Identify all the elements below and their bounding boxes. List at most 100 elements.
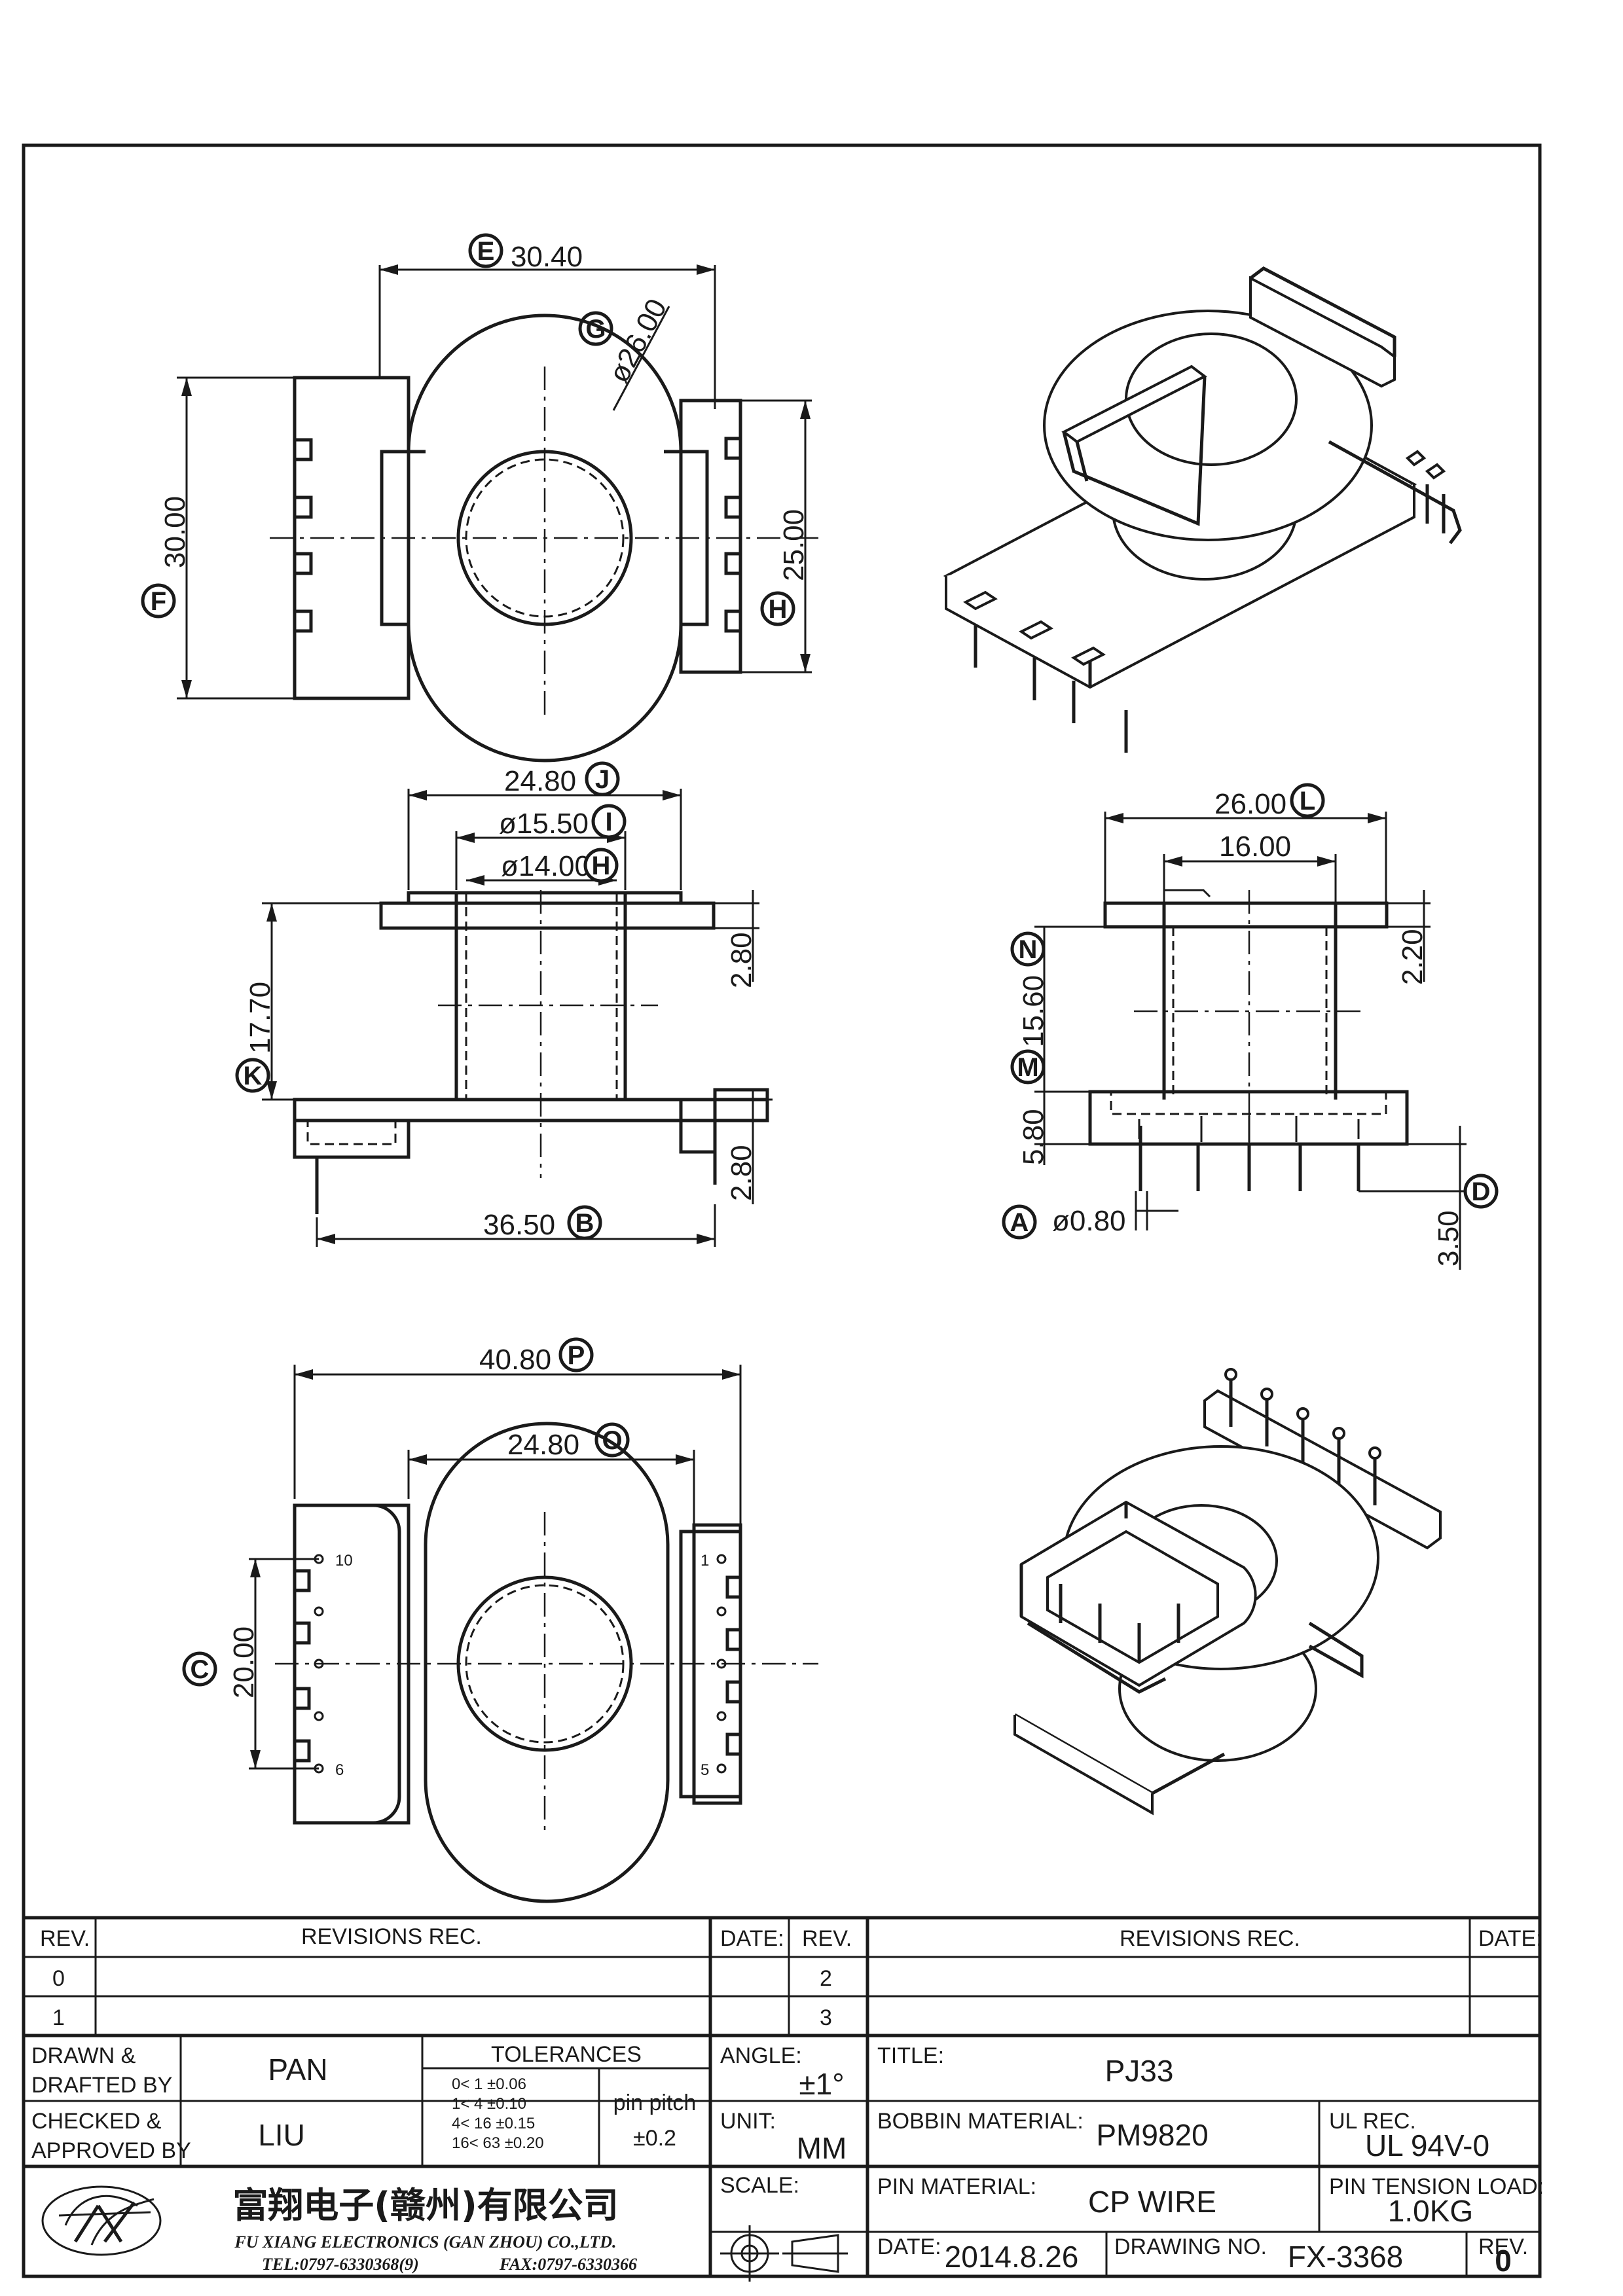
- title-value: PJ33: [1105, 2054, 1174, 2088]
- callout-n: [1010, 931, 1046, 967]
- dim-top-diameter: ø26.00: [603, 294, 674, 388]
- dim-side-top-thk: 2.20: [1396, 929, 1429, 985]
- dim-pin-row-span: 20.00: [228, 1626, 260, 1698]
- pin-material-label: PIN MATERIAL:: [877, 2174, 1036, 2199]
- date-header-left: DATE:: [720, 1926, 784, 1951]
- dim-front-height: 17.70: [244, 982, 276, 1054]
- drawn-label-1: DRAWN &: [31, 2043, 136, 2068]
- dim-top-side-height: 25.00: [778, 509, 810, 581]
- callout-h-top: [760, 591, 795, 626]
- callout-k: [235, 1058, 270, 1093]
- angle-label: ANGLE:: [720, 2043, 802, 2068]
- pin-label-1: 1: [701, 1552, 709, 1570]
- side-view: 26.00 L 16.00 2.20 15.60 N: [1002, 783, 1499, 1270]
- title-block: REV. REVISIONS REC. DATE: REV. REVISIONS…: [22, 1916, 1544, 2282]
- ul-rec-value: UL 94V-0: [1365, 2128, 1489, 2162]
- dim-front-base-thk: 2.80: [725, 1145, 757, 1201]
- svg-text:A: A: [1010, 1208, 1029, 1237]
- rev-row-2: 2: [820, 1966, 832, 1991]
- rev-row-1: 1: [52, 2005, 65, 2030]
- date-value: 2014.8.26: [945, 2240, 1079, 2274]
- pin-label-10: 10: [335, 1552, 353, 1570]
- svg-text:O: O: [602, 1426, 622, 1455]
- pin-tension-label: PIN TENSION LOAD:: [1329, 2174, 1544, 2199]
- pin-label-5: 5: [701, 1761, 709, 1779]
- unit-value: MM: [797, 2131, 847, 2165]
- unit-label: UNIT:: [720, 2109, 776, 2134]
- isometric-view-top: [943, 266, 1462, 753]
- callout-d: [1463, 1174, 1499, 1209]
- callout-g: [578, 311, 613, 346]
- company-name-en: FU XIANG ELECTRONICS (GAN ZHOU) CO.,LTD.: [234, 2233, 616, 2251]
- scale-label: SCALE:: [720, 2173, 799, 2198]
- rev-header-left: REV.: [40, 1926, 90, 1951]
- svg-text:D: D: [1472, 1177, 1491, 1206]
- tol-row-2: 1< 4 ±0.10: [452, 2095, 526, 2113]
- top-view: E 30.40 ø26.00 G 30.00 F 25.00: [141, 233, 818, 762]
- date-header-right: DATE:: [1478, 1926, 1542, 1951]
- pin-pitch-value: ±0.2: [633, 2126, 676, 2151]
- callout-e: [468, 233, 503, 268]
- pin-label-6: 6: [335, 1761, 344, 1779]
- bobbin-material-label: BOBBIN MATERIAL:: [877, 2109, 1084, 2134]
- tol-row-3: 4< 16 ±0.15: [452, 2115, 535, 2132]
- svg-text:M: M: [1017, 1053, 1038, 1082]
- dim-side-inner: 16.00: [1219, 831, 1291, 863]
- tolerances-header: TOLERANCES: [491, 2042, 642, 2067]
- ul-rec-label: UL REC.: [1329, 2109, 1416, 2134]
- callout-l: [1290, 783, 1325, 818]
- callout-p: [558, 1337, 594, 1372]
- callout-j: [585, 761, 620, 797]
- callout-m: [1010, 1049, 1046, 1085]
- front-view: 24.80 J ø15.50 I ø14.00 H 2: [235, 761, 773, 1247]
- drawing-no-value: FX-3368: [1288, 2240, 1403, 2274]
- svg-text:L: L: [1300, 787, 1315, 816]
- callout-a: [1002, 1204, 1037, 1240]
- dim-top-width: 30.40: [511, 241, 583, 273]
- company-name-cn: 富翔电子(赣州)有限公司: [232, 2185, 618, 2226]
- revisions-header-left: REVISIONS REC.: [301, 1924, 482, 1949]
- dim-bottom-width: 40.80: [479, 1344, 551, 1376]
- svg-text:I: I: [605, 808, 612, 836]
- drawn-label-2: DRAFTED BY: [31, 2073, 172, 2098]
- dim-side-width: 26.00: [1214, 788, 1286, 820]
- callout-c: [182, 1651, 217, 1687]
- callout-i: [591, 804, 627, 839]
- svg-text:J: J: [595, 765, 610, 794]
- checked-label-2: APPROVED BY: [31, 2138, 191, 2163]
- isometric-view-bottom: [1013, 1368, 1442, 1816]
- pin-material-value: CP WIRE: [1088, 2185, 1216, 2219]
- company-logo-icon: [41, 2185, 162, 2256]
- rev-header-right: REV.: [802, 1926, 852, 1951]
- title-label: TITLE:: [877, 2043, 944, 2068]
- callout-e-letter: E: [477, 237, 495, 266]
- pin-pitch-label: pin pitch: [613, 2090, 697, 2115]
- dim-front-flange: 24.80: [504, 765, 576, 797]
- callout-b: [567, 1205, 602, 1240]
- svg-text:B: B: [575, 1209, 594, 1238]
- dim-front-flange-thk: 2.80: [725, 932, 757, 988]
- company-tel: TEL:0797-6330368(9): [262, 2255, 419, 2274]
- checked-label-1: CHECKED &: [31, 2109, 162, 2134]
- rev-row-0: 0: [52, 1966, 65, 1991]
- drawn-by-value: PAN: [268, 2053, 327, 2087]
- dim-top-height: 30.00: [159, 496, 191, 568]
- drawing-no-label: DRAWING NO.: [1114, 2234, 1267, 2259]
- tol-row-1: 0< 1 ±0.06: [452, 2075, 526, 2093]
- revisions-header-right: REVISIONS REC.: [1120, 1926, 1300, 1951]
- angle-value: ±1°: [799, 2067, 844, 2101]
- dim-front-pin-span: 36.50: [483, 1209, 555, 1241]
- svg-text:H: H: [592, 852, 611, 880]
- callout-f: [141, 583, 176, 619]
- svg-text:H: H: [769, 595, 788, 624]
- svg-text:F: F: [151, 587, 166, 616]
- checked-by-value: LIU: [258, 2118, 305, 2152]
- rev-row-3: 3: [820, 2005, 832, 2030]
- callout-h-front: [583, 848, 619, 883]
- rev-value: 0: [1495, 2244, 1512, 2278]
- tol-row-4: 16< 63 ±0.20: [452, 2134, 544, 2152]
- dim-front-outer-dia: ø15.50: [499, 808, 589, 840]
- dim-bottom-flange: 24.80: [507, 1429, 579, 1461]
- projection-symbol-icon: [720, 2225, 848, 2282]
